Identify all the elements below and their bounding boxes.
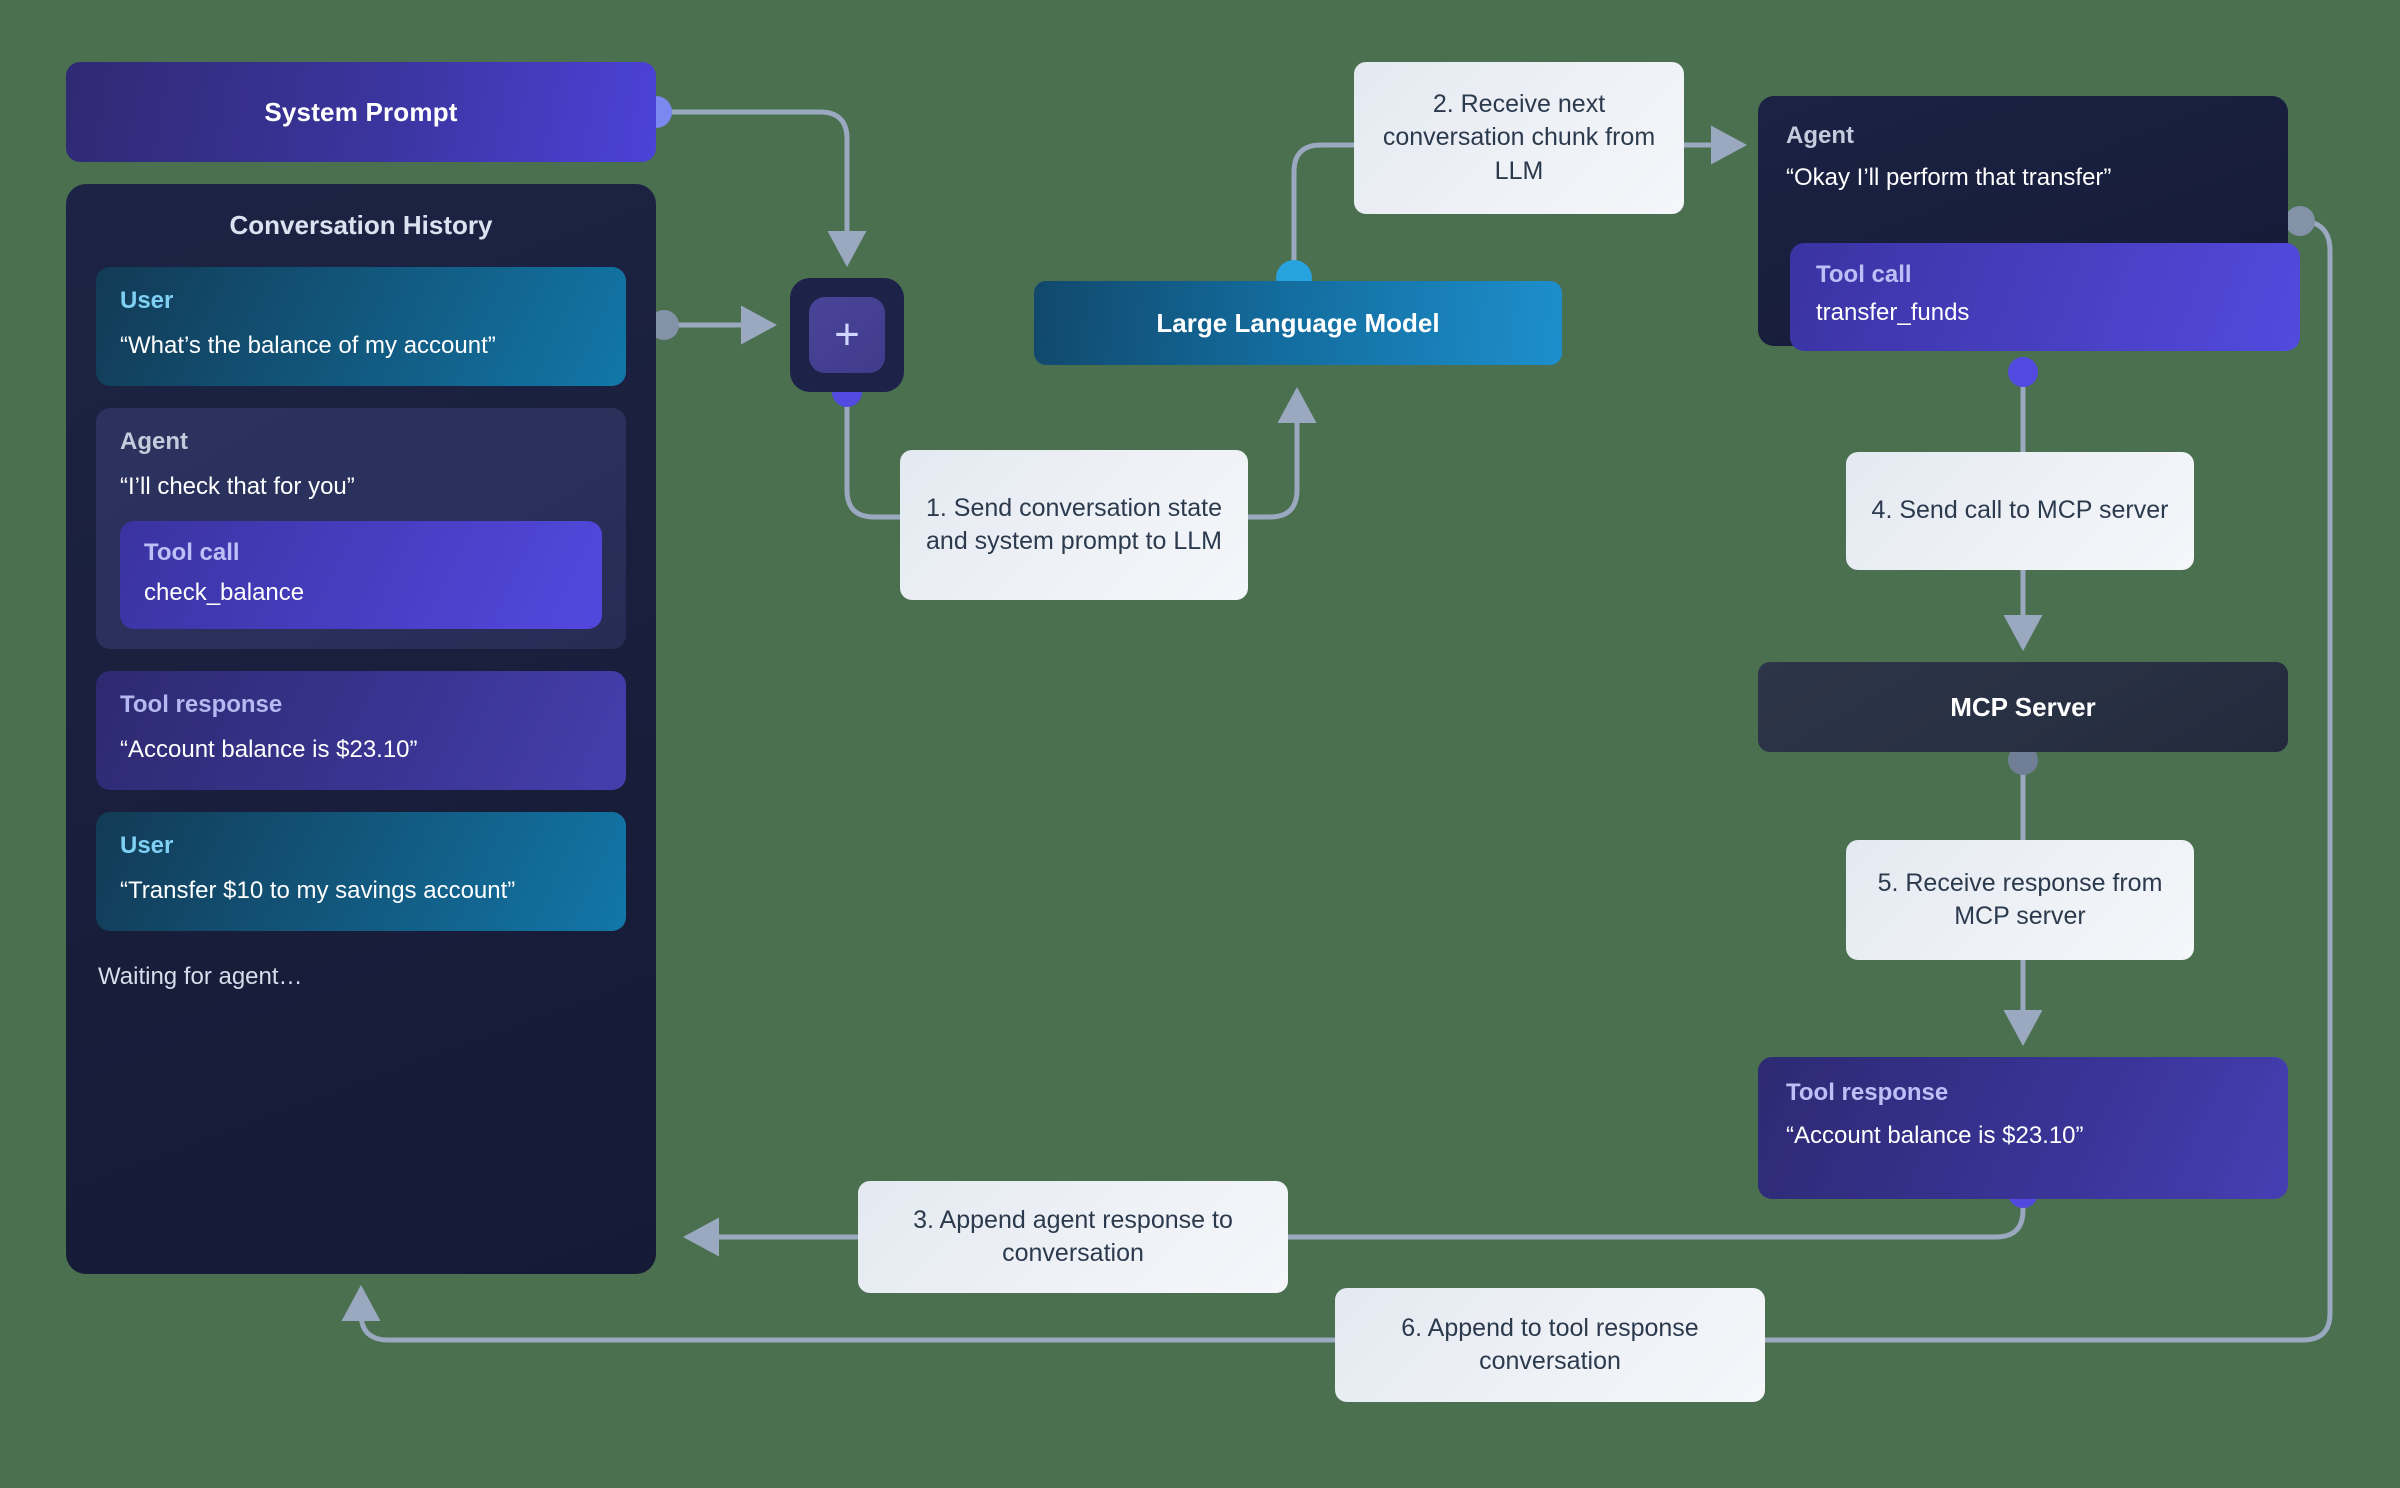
tool-call-box-check-balance[interactable]: Tool call check_balance [120,521,602,630]
message-role: User [120,287,174,314]
step-callout-6: 6. Append to tool response conversation [1335,1288,1765,1402]
message-text: “Account balance is $23.10” [120,736,418,764]
message-user-2[interactable]: User “Transfer $10 to my savings account… [96,812,626,932]
step-callout-1: 1. Send conversation state and system pr… [900,450,1248,600]
dot-agent-out-right [2285,206,2315,236]
step-callout-5: 5. Receive response from MCP server [1846,840,2194,960]
message-text: “Transfer $10 to my savings account” [120,877,516,905]
tool-call-label: Tool call [1816,261,1912,288]
mcp-server-label: MCP Server [1950,691,2096,722]
waiting-status-text: Waiting for agent… [98,963,303,991]
system-prompt-label: System Prompt [264,96,458,127]
tool-response-text: “Account balance is $23.10” [1786,1122,2084,1149]
message-tool-response-1[interactable]: Tool response “Account balance is $23.10… [96,671,626,791]
dot-toolcall-out [2008,357,2038,387]
conversation-history-panel[interactable]: Conversation History User “What’s the ba… [66,184,656,1274]
system-prompt-node[interactable]: System Prompt [66,62,656,162]
agent-message-text: “Okay I’ll perform that transfer” [1786,164,2112,191]
plus-icon: + [809,297,885,373]
tool-call-box-transfer-funds[interactable]: Tool call transfer_funds [1790,243,2300,351]
step-callout-3: 3. Append agent response to conversation [858,1181,1288,1293]
agent-role-label: Agent [1786,122,1854,149]
tool-call-name: transfer_funds [1816,299,1970,326]
llm-label: Large Language Model [1156,307,1440,338]
conversation-history-title: Conversation History [229,210,493,240]
step-callout-2: 2. Receive next conversation chunk from … [1354,62,1684,214]
message-agent-1[interactable]: Agent “I’ll check that for you” Tool cal… [96,408,626,650]
message-role: Agent [120,428,188,456]
mcp-server-node[interactable]: MCP Server [1758,662,2288,752]
message-text: “I’ll check that for you” [120,473,355,501]
message-user-1[interactable]: User “What’s the balance of my account” [96,267,626,387]
merge-node[interactable]: + [790,278,904,392]
wire-llm-to-callout2 [1291,142,1357,265]
tool-response-label: Tool response [1786,1079,1949,1106]
message-role: User [120,832,174,860]
message-text: “What’s the balance of my account” [120,332,496,359]
message-role: Tool response [120,691,283,719]
large-language-model-node[interactable]: Large Language Model [1034,281,1562,365]
tool-call-name: check_balance [144,579,305,607]
tool-call-label: Tool call [144,539,240,567]
step-callout-4: 4. Send call to MCP server [1846,452,2194,570]
tool-response-node[interactable]: Tool response “Account balance is $23.10… [1758,1057,2288,1199]
wire-systemprompt-to-merge [653,109,867,268]
